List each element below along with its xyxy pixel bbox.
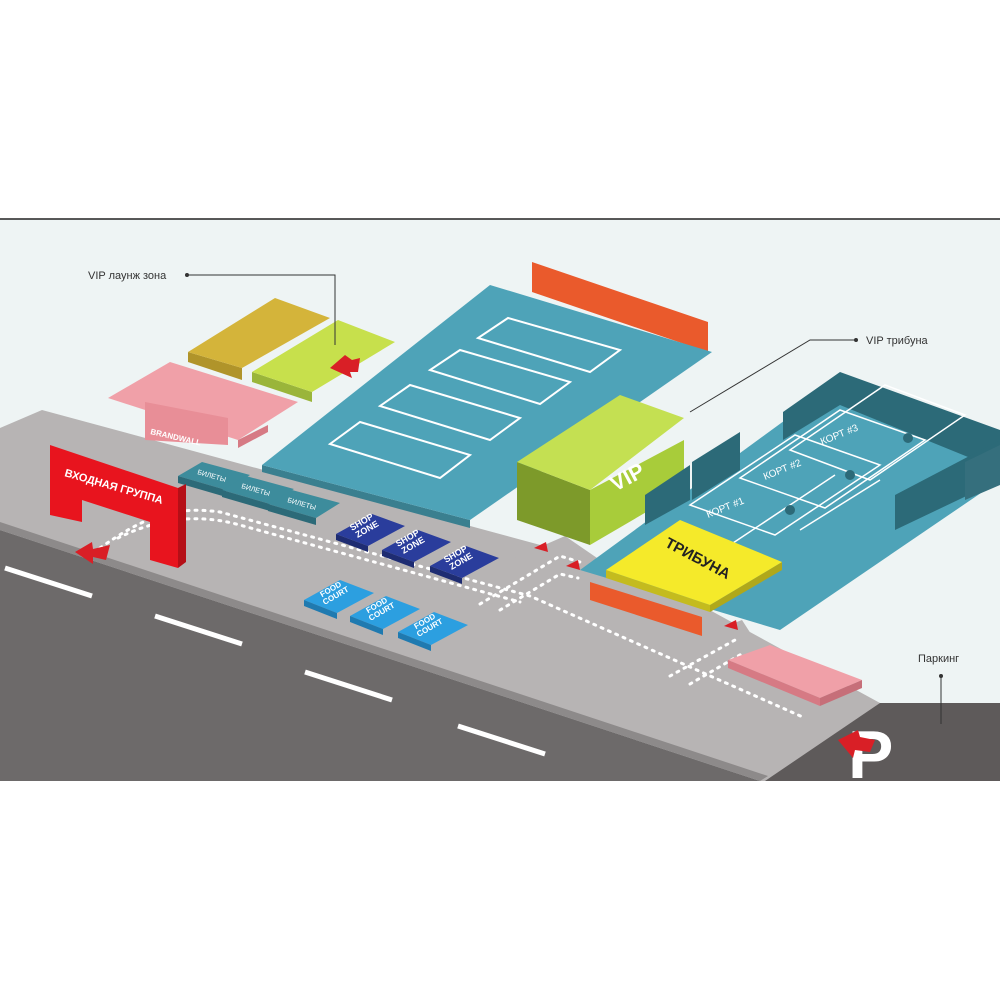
entrance-gate-side (178, 484, 186, 568)
tribune-side (606, 570, 710, 612)
court-line (327, 420, 473, 480)
shop-zone-side (430, 566, 462, 584)
shop-zone-top (336, 514, 405, 546)
ticket-booth[interactable]: БИЛЕТЫ (268, 490, 340, 525)
court-wall-mid (692, 432, 740, 500)
food-court[interactable]: FOOD COURT (398, 610, 468, 651)
ticket-booth-top (222, 476, 294, 504)
lane-marking (457, 723, 546, 757)
pink-kiosk-side (728, 660, 820, 706)
callout-vip-tribune-label: VIP трибуна (866, 335, 929, 347)
callout-vip-lounge: VIP лаунж зона (88, 270, 336, 345)
shop-zone-side (336, 534, 368, 552)
walkway-path (478, 554, 582, 606)
vip-block-front (517, 462, 590, 545)
tribune-side-right (710, 562, 782, 612)
shop-zone-side (382, 550, 414, 568)
ticket-booth[interactable]: БИЛЕТЫ (178, 462, 250, 497)
court-net-post (785, 505, 795, 515)
orange-stand-top (532, 262, 708, 352)
lane-marking (154, 613, 243, 647)
main-court-lines (327, 316, 623, 480)
lane-marking (4, 565, 93, 599)
lounge-arrow-icon (330, 355, 360, 378)
ticket-booth-top (178, 462, 250, 490)
walkway-arrow-icon (534, 542, 548, 552)
callout-line (689, 339, 856, 413)
ticket-booth-side (222, 490, 270, 511)
lane-marking (304, 669, 393, 703)
vip-block-top[interactable] (517, 395, 684, 490)
pink-kiosk-side-right (820, 680, 862, 706)
parking-sign: P (848, 717, 893, 793)
walkway-arrow-icon (566, 560, 580, 570)
lounge-lime-side (252, 372, 312, 402)
brandwall-corner (238, 425, 268, 448)
walkway-path (498, 572, 580, 612)
court-wall-left (645, 465, 690, 525)
parking-arrow-icon (838, 730, 875, 758)
ticket-booth-top (268, 490, 340, 518)
brandwall-top[interactable] (108, 362, 298, 440)
entrance-gate[interactable] (50, 445, 178, 568)
lounge-gold[interactable] (188, 298, 330, 368)
callout-parking-label: Паркинг (918, 653, 959, 665)
court-line (427, 348, 573, 406)
food-court-side (304, 600, 337, 619)
lounge-gold-side (188, 352, 242, 380)
entrance-arrow-icon (75, 542, 110, 564)
court-line (688, 434, 882, 536)
pink-kiosk-top[interactable] (728, 645, 862, 698)
orange-stand-bottom (590, 582, 702, 636)
court-line (788, 384, 967, 481)
callout-vip-lounge-label: VIP лаунж зона (88, 270, 167, 282)
food-court-top (304, 580, 374, 613)
callout-parking: Паркинг (918, 653, 959, 724)
tribune[interactable] (606, 520, 782, 605)
food-court-top (398, 612, 468, 645)
path-to-courts (510, 536, 600, 585)
brandwall-front (145, 402, 228, 445)
path-to-tribune (690, 620, 760, 665)
court-lines (688, 384, 967, 546)
ticket-booth-side (178, 476, 226, 497)
plaza-ground (0, 410, 880, 781)
court-net-post (903, 433, 913, 443)
shop-zone-top (382, 530, 451, 562)
court-wall-right2 (965, 445, 1000, 500)
main-court-side (262, 465, 470, 528)
ticket-booth-side (268, 504, 316, 525)
food-court[interactable]: FOOD COURT (304, 578, 374, 619)
vip-block-right (590, 440, 684, 545)
court-net-post (845, 470, 855, 480)
court-line (377, 383, 523, 442)
court-line (729, 474, 836, 546)
walkway-path (688, 650, 747, 686)
callout-line (187, 274, 336, 345)
food-court-side (350, 616, 383, 635)
lane-markings (4, 565, 546, 757)
food-court-top (350, 596, 420, 629)
ticket-booth[interactable]: БИЛЕТЫ (222, 476, 294, 511)
court-line (475, 316, 623, 374)
vip-lounge-zone[interactable] (252, 320, 395, 392)
food-court-side (398, 632, 431, 651)
shop-zone[interactable]: SHOP ZONE (382, 526, 451, 568)
court-line (799, 479, 881, 531)
court-line (738, 409, 927, 509)
shop-zone-top (430, 546, 499, 578)
walkway-arrow-icon (724, 620, 738, 630)
court-wall-top (783, 372, 1000, 470)
callout-vip-tribune: VIP трибуна (689, 335, 929, 413)
road-edge (0, 522, 768, 781)
